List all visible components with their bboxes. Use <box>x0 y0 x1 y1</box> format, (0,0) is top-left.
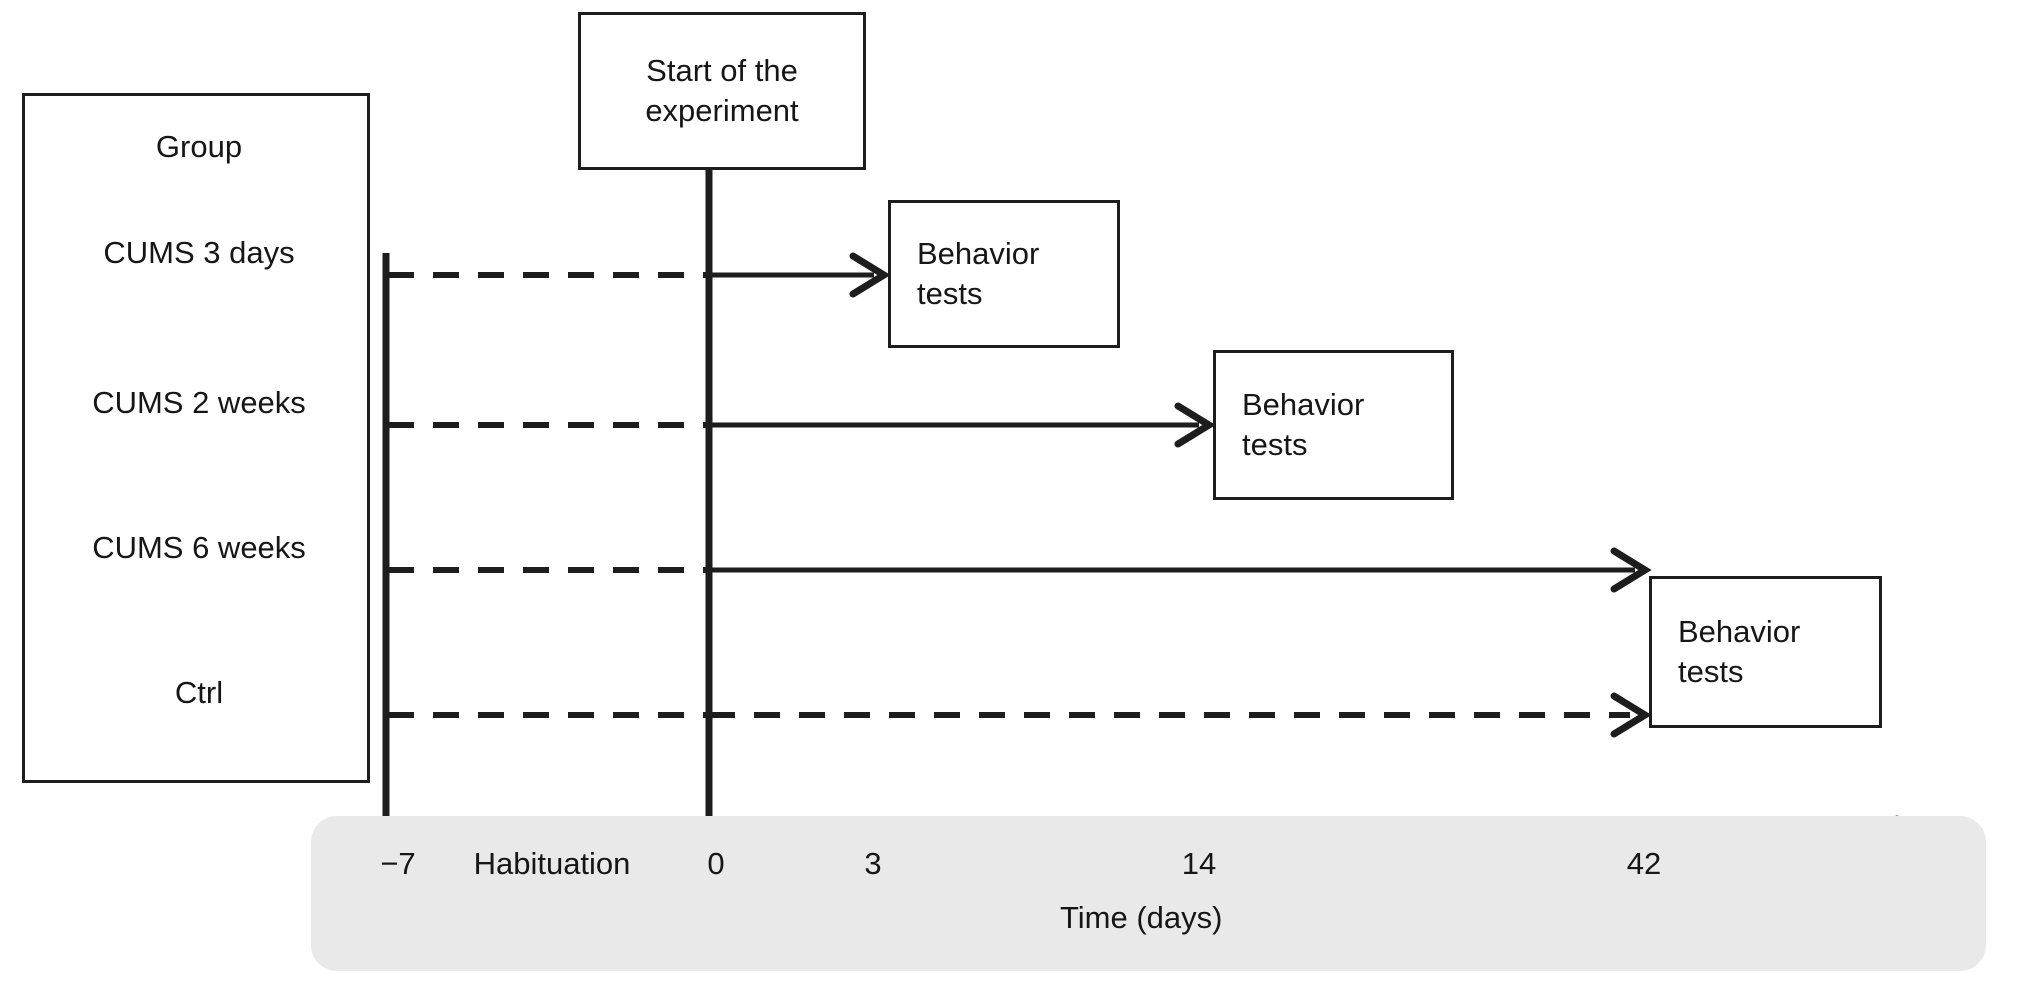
group-label-cums-6-weeks: CUMS 6 weeks <box>92 530 306 565</box>
row-ctrl-arrowhead <box>1610 692 1652 738</box>
behavior-tests-box-day14: Behavior tests <box>1213 350 1454 500</box>
behavior-tests-box-day3: Behavior tests <box>888 200 1120 348</box>
habituation-label: Habituation <box>473 846 631 881</box>
group-header-label: Group <box>155 129 243 164</box>
behavior-tests-label-day14: Behavior tests <box>1242 386 1365 462</box>
start-of-experiment-box: Start of the experiment <box>578 12 866 170</box>
time-axis-caption: Time (days) <box>1060 900 1223 935</box>
tick-label-minus7: −7 <box>380 846 416 881</box>
behavior-tests-box-day42: Behavior tests <box>1649 576 1882 728</box>
row-cums6weeks-arrowhead <box>1610 547 1652 593</box>
tick-label-3: 3 <box>864 846 882 881</box>
group-label-cums-2-weeks: CUMS 2 weeks <box>92 385 306 420</box>
row-cums3days-arrowhead <box>849 252 891 298</box>
behavior-tests-label-day42: Behavior tests <box>1678 613 1801 689</box>
tick-label-42: 42 <box>1626 846 1662 881</box>
row-cums2weeks-arrowhead <box>1174 402 1216 448</box>
group-label-cums-3-days: CUMS 3 days <box>103 235 295 270</box>
tick-label-0: 0 <box>707 846 725 881</box>
behavior-tests-label-day3: Behavior tests <box>917 235 1040 311</box>
time-axis-strip <box>311 816 1986 971</box>
start-of-experiment-label: Start of the experiment <box>645 52 799 128</box>
tick-label-14: 14 <box>1181 846 1217 881</box>
group-legend-box: Group CUMS 3 days CUMS 2 weeks CUMS 6 we… <box>22 93 370 783</box>
group-label-ctrl: Ctrl <box>174 675 224 710</box>
